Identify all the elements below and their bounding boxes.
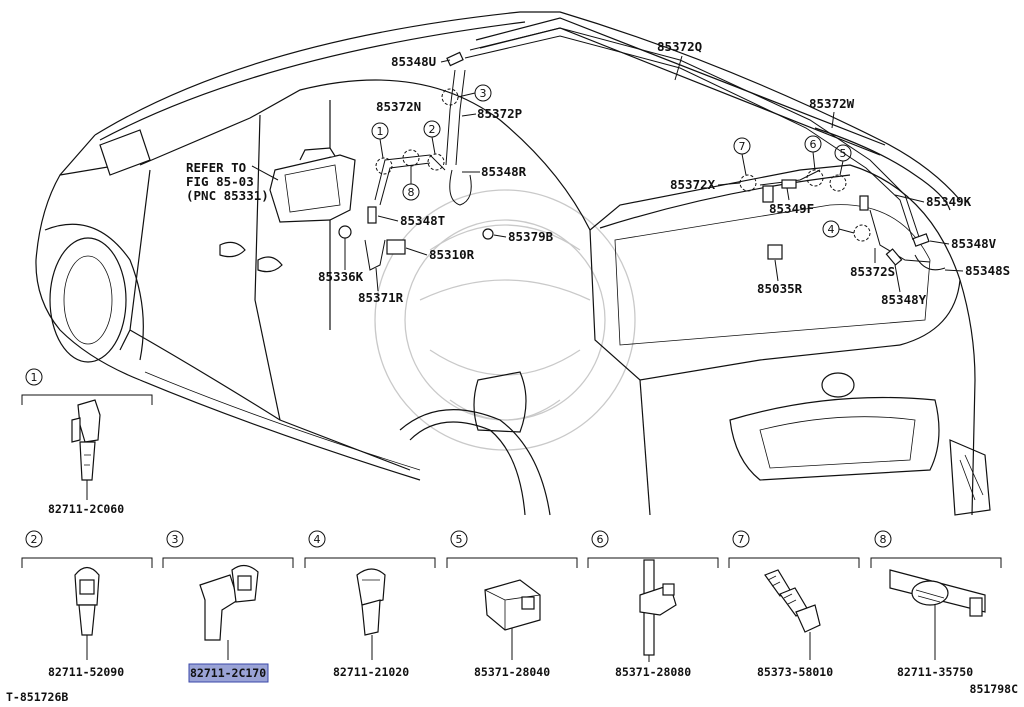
callout-85372P: 85372P xyxy=(477,106,522,121)
detail-panel-5: 5 85371-28040 xyxy=(446,530,578,679)
svg-text:6: 6 xyxy=(810,138,817,151)
svg-text:REFER TO: REFER TO xyxy=(186,160,246,175)
part-number-82711-21020: 82711-21020 xyxy=(333,665,409,679)
svg-text:8: 8 xyxy=(408,186,415,199)
svg-text:4: 4 xyxy=(314,533,321,546)
callout-85372N: 85372N xyxy=(376,99,421,114)
detail-panel-3: 3 82711-2C170 xyxy=(162,530,294,683)
callout-85348V: 85348V xyxy=(951,236,997,251)
part-number-85371-28080: 85371-28080 xyxy=(615,665,691,679)
callout-85348U: 85348U xyxy=(391,54,436,69)
part-number-82711-35750: 82711-35750 xyxy=(897,665,973,679)
detail-panel-7: 7 85373-58010 xyxy=(728,530,860,679)
svg-text:5: 5 xyxy=(840,147,847,160)
callout-85371R: 85371R xyxy=(358,290,404,305)
callout-85372S: 85372S xyxy=(850,264,895,279)
marker-6: 6 xyxy=(804,135,822,171)
callout-labels: 85348U 85372Q 85372N 85372P 85348R 85348… xyxy=(318,39,1010,307)
svg-text:1: 1 xyxy=(377,125,384,138)
part-number-82711-2C170: 82711-2C170 xyxy=(190,666,266,680)
svg-text:2: 2 xyxy=(429,123,436,136)
part-number-82711-52090: 82711-52090 xyxy=(48,665,124,679)
svg-text:4: 4 xyxy=(828,223,835,236)
marker-5: 5 xyxy=(834,144,852,176)
callout-85348S: 85348S xyxy=(965,263,1010,278)
marker-2: 2 xyxy=(423,120,441,155)
marker-4: 4 xyxy=(822,220,855,238)
detail-panel-8: 8 82711-35750 xyxy=(870,530,1002,679)
callout-85348T: 85348T xyxy=(400,213,445,228)
svg-text:7: 7 xyxy=(738,533,745,546)
part-number-82711-2C060: 82711-2C060 xyxy=(48,502,124,516)
svg-text:3: 3 xyxy=(172,533,179,546)
svg-text:5: 5 xyxy=(456,533,463,546)
callout-85372W: 85372W xyxy=(809,96,855,111)
callout-85348R: 85348R xyxy=(481,164,527,179)
part-number-85371-28040: 85371-28040 xyxy=(474,665,550,679)
callout-85349F: 85349F xyxy=(769,201,814,216)
detail-panel-4: 4 82711-21020 xyxy=(304,530,436,679)
detail-panel-2: 2 82711-52090 xyxy=(21,530,153,679)
callout-85348Y: 85348Y xyxy=(881,292,927,307)
svg-text:(PNC 85331): (PNC 85331) xyxy=(186,188,269,203)
refer-to-note: REFER TO FIG 85-03 (PNC 85331) xyxy=(186,160,279,203)
washer-tank xyxy=(269,147,356,223)
marker-8: 8 xyxy=(402,166,420,201)
callout-85336K: 85336K xyxy=(318,269,364,284)
illustration-code-left: T-851726B xyxy=(6,690,68,704)
highlight-selected-part xyxy=(188,663,269,683)
car-body-outline xyxy=(35,11,991,516)
marker-7: 7 xyxy=(733,137,751,176)
watermark-emblem xyxy=(374,189,636,451)
marker-3: 3 xyxy=(457,84,492,102)
callout-85349K: 85349K xyxy=(926,194,972,209)
detail-panel-6: 6 85371-28080 xyxy=(587,530,719,679)
callout-85379B: 85379B xyxy=(508,229,554,244)
callout-85372X: 85372X xyxy=(670,177,716,192)
svg-text:2: 2 xyxy=(31,533,38,546)
svg-text:1: 1 xyxy=(31,371,38,384)
callout-85372Q: 85372Q xyxy=(657,39,702,54)
illustration-code-right: 851798C xyxy=(970,682,1019,696)
marker-1: 1 xyxy=(371,122,389,159)
small-connectors xyxy=(338,51,930,266)
detail-panel-1: 1 82711-2C060 xyxy=(21,368,153,516)
svg-text:FIG 85-03: FIG 85-03 xyxy=(186,174,254,189)
svg-text:8: 8 xyxy=(880,533,887,546)
svg-text:6: 6 xyxy=(597,533,604,546)
callout-85035R: 85035R xyxy=(757,281,803,296)
callout-85310R: 85310R xyxy=(429,247,475,262)
svg-text:7: 7 xyxy=(739,140,746,153)
svg-text:3: 3 xyxy=(480,87,487,100)
part-number-85373-58010: 85373-58010 xyxy=(757,665,833,679)
